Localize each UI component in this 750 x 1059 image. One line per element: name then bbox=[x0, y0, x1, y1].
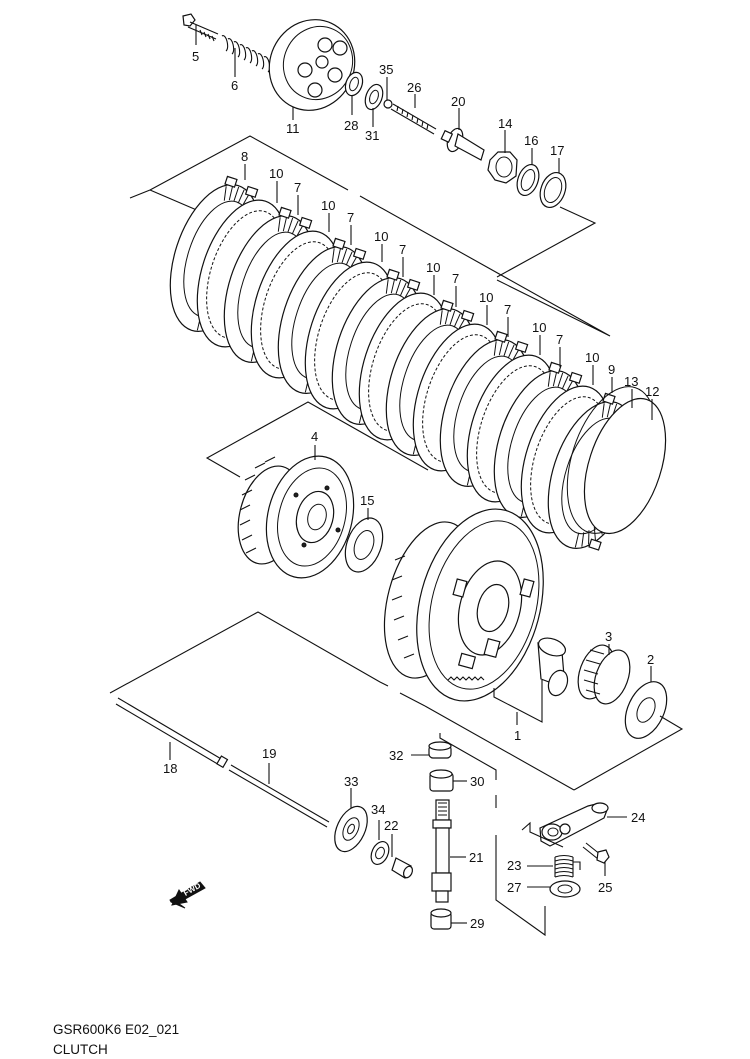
callout-7-e: 7 bbox=[504, 302, 511, 317]
callout-30: 30 bbox=[470, 774, 484, 789]
callout-6: 6 bbox=[231, 78, 238, 93]
callout-27: 27 bbox=[507, 880, 521, 895]
push-piece-part-20 bbox=[440, 127, 485, 161]
callout-5: 5 bbox=[192, 49, 199, 64]
callout-10-d: 10 bbox=[426, 260, 440, 275]
bearing-part-34 bbox=[370, 841, 390, 865]
needle-bearing-part-30 bbox=[429, 769, 454, 792]
callout-16: 16 bbox=[524, 133, 538, 148]
callout-leaders-plates bbox=[244, 164, 653, 420]
return-spring-part-23 bbox=[554, 854, 581, 878]
callout-7-f: 7 bbox=[556, 332, 563, 347]
callout-29: 29 bbox=[470, 916, 484, 931]
bearing-part-31 bbox=[364, 83, 384, 111]
callout-19: 19 bbox=[262, 746, 276, 761]
callout-7-c: 7 bbox=[399, 242, 406, 257]
thrust-washer-part-2 bbox=[624, 681, 668, 739]
callout-28: 28 bbox=[344, 118, 358, 133]
washer-part-15 bbox=[344, 517, 384, 573]
callout-8: 8 bbox=[241, 149, 248, 164]
forward-direction-arrow-icon: FWD bbox=[169, 881, 206, 909]
callout-15: 15 bbox=[360, 493, 374, 508]
washer-part-27 bbox=[549, 880, 581, 898]
oil-seal-part-33 bbox=[334, 805, 368, 853]
callout-11: 11 bbox=[286, 121, 300, 136]
model-code: GSR600K6 E02_021 bbox=[53, 1022, 180, 1037]
lower-bracket bbox=[109, 611, 684, 791]
bearing-part-32 bbox=[428, 741, 452, 759]
bolt-part-5 bbox=[182, 13, 219, 42]
callout-34: 34 bbox=[371, 802, 385, 817]
callout-10-f: 10 bbox=[532, 320, 546, 335]
callout-10-c: 10 bbox=[374, 229, 388, 244]
callout-22: 22 bbox=[384, 818, 398, 833]
ring-part-12 bbox=[583, 397, 667, 535]
needle-bearing-part-29 bbox=[430, 908, 452, 930]
callout-20: 20 bbox=[451, 94, 465, 109]
callout-10-a: 10 bbox=[269, 166, 283, 181]
callout-35: 35 bbox=[379, 62, 393, 77]
callout-23: 23 bbox=[507, 858, 521, 873]
washer-part-28 bbox=[344, 71, 364, 97]
callout-7-b: 7 bbox=[347, 210, 354, 225]
callout-9: 9 bbox=[608, 362, 615, 377]
spring-part-6 bbox=[221, 35, 271, 73]
callout-14: 14 bbox=[498, 116, 512, 131]
camshaft-bracket bbox=[439, 733, 546, 937]
callout-31: 31 bbox=[365, 128, 379, 143]
callout-labels-plates: 8 10 7 10 7 10 7 10 7 10 7 10 7 10 9 13 … bbox=[241, 149, 659, 399]
push-rod-part-18 bbox=[115, 697, 229, 769]
callout-10-e: 10 bbox=[479, 290, 493, 305]
sleeve-part-1 bbox=[537, 637, 569, 697]
callout-25: 25 bbox=[598, 880, 612, 895]
adjusting-screw-part-26 bbox=[390, 103, 437, 135]
callout-7-a: 7 bbox=[294, 180, 301, 195]
push-rod-part-19 bbox=[228, 764, 330, 828]
callout-21: 21 bbox=[469, 850, 483, 865]
hub-bracket bbox=[205, 401, 429, 478]
gear-sleeve-bracket bbox=[493, 680, 543, 725]
release-camshaft-part-21 bbox=[431, 799, 452, 903]
needle-bearing-part-3 bbox=[577, 644, 631, 705]
callout-10-b: 10 bbox=[321, 198, 335, 213]
diagram-title: CLUTCH bbox=[53, 1042, 108, 1057]
callout-4: 4 bbox=[311, 429, 318, 444]
primary-driven-gear-assembly bbox=[383, 508, 544, 702]
callout-1: 1 bbox=[514, 728, 521, 743]
clutch-hub-part-4 bbox=[237, 455, 355, 579]
washer-part-17 bbox=[539, 171, 567, 209]
callout-24: 24 bbox=[631, 810, 645, 825]
plate-set-bracket bbox=[129, 135, 611, 337]
callout-12: 12 bbox=[645, 384, 659, 399]
callout-18: 18 bbox=[163, 761, 177, 776]
bolt-part-25 bbox=[582, 842, 610, 864]
clutch-plate-stack bbox=[169, 175, 667, 551]
release-lever-part-24 bbox=[539, 802, 609, 847]
callout-7-d: 7 bbox=[452, 271, 459, 286]
callout-labels-top: 5 6 11 28 31 35 26 20 14 16 17 bbox=[192, 49, 564, 158]
callout-13: 13 bbox=[624, 374, 638, 389]
callout-3: 3 bbox=[605, 629, 612, 644]
callout-leaders-top bbox=[195, 25, 560, 173]
callout-17: 17 bbox=[550, 143, 564, 158]
callout-32: 32 bbox=[389, 748, 403, 763]
callout-26: 26 bbox=[407, 80, 421, 95]
callout-2: 2 bbox=[647, 652, 654, 667]
pressure-plate-group bbox=[182, 13, 567, 209]
nut-part-35 bbox=[383, 99, 393, 109]
dowel-pin-part-22 bbox=[391, 857, 414, 879]
washer-part-16 bbox=[516, 163, 540, 197]
pressure-plate-part-11 bbox=[268, 19, 356, 111]
callout-33: 33 bbox=[344, 774, 358, 789]
callout-10-g: 10 bbox=[585, 350, 599, 365]
